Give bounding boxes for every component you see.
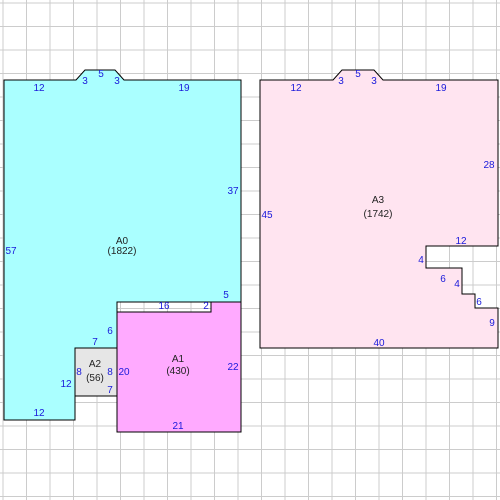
piece-a2-area: (56) — [86, 373, 104, 384]
a3-dim-label: 3 — [371, 76, 377, 87]
a3-dim-label: 28 — [483, 160, 495, 171]
a3-dim-label: 4 — [454, 279, 460, 290]
piece-a3-area: (1742) — [364, 209, 393, 220]
a3-dim-label: 6 — [476, 297, 482, 308]
a3-dimensions: 12 3 5 3 19 28 45 12 4 6 4 6 9 40 — [261, 69, 495, 349]
a1-dim-label: 20 — [118, 367, 130, 378]
piece-a2-shape[interactable] — [74, 347, 118, 397]
a0-dim-label: 6 — [107, 326, 113, 337]
a0-dim-label: 37 — [227, 186, 239, 197]
a0-dim-label: 12 — [33, 83, 45, 94]
piece-a3-name: A3 — [372, 195, 385, 206]
piece-a1-shape[interactable] — [116, 301, 242, 433]
a0-dim-label: 19 — [178, 83, 190, 94]
a1-dim-label: 22 — [227, 362, 239, 373]
piece-a1[interactable]: A1 (430) — [116, 301, 242, 433]
a3-dim-label: 12 — [290, 83, 302, 94]
a3-dim-label: 6 — [440, 274, 446, 285]
a2-dim-label: 8 — [107, 367, 113, 378]
a0-dim-label: 5 — [223, 290, 229, 301]
a3-dim-label: 4 — [418, 255, 424, 266]
a1-dimensions: 20 22 21 — [118, 362, 239, 432]
a0-dimensions: 12 3 5 3 19 37 57 12 16 2 5 7 6 — [5, 69, 239, 419]
a3-dim-label: 3 — [338, 76, 344, 87]
piece-a1-area: (430) — [166, 366, 189, 377]
a0-dim-label: 3 — [114, 76, 120, 87]
a2-dim-label: 12 — [60, 379, 72, 390]
piece-a0-area: (1822) — [108, 246, 137, 257]
a3-dim-label: 19 — [435, 83, 447, 94]
a2-dim-label: 8 — [76, 367, 82, 378]
a0-dim-label: 7 — [92, 337, 98, 348]
piece-a2[interactable]: A2 (56) — [74, 347, 118, 397]
a2-dimensions: 8 8 7 12 — [60, 367, 113, 396]
a0-dim-label: 16 — [158, 301, 170, 312]
piece-a2-name: A2 — [89, 359, 102, 370]
a2-dim-label: 7 — [107, 385, 113, 396]
piece-a0-name: A0 — [116, 236, 129, 247]
piece-a3-shape[interactable] — [259, 69, 499, 349]
a0-dim-label: 3 — [82, 76, 88, 87]
a0-dim-label: 2 — [203, 301, 209, 312]
a0-dim-label: 57 — [5, 246, 17, 257]
a1-dim-label: 21 — [172, 421, 184, 432]
a0-dim-label: 12 — [33, 408, 45, 419]
a0-dim-label: 5 — [98, 69, 104, 80]
piece-a3[interactable]: A3 (1742) — [259, 69, 499, 349]
a3-dim-label: 40 — [373, 338, 385, 349]
a3-dim-label: 45 — [261, 210, 273, 221]
a3-dim-label: 12 — [455, 236, 467, 247]
piece-a1-name: A1 — [172, 354, 185, 365]
a3-dim-label: 9 — [489, 318, 495, 329]
a3-dim-label: 5 — [355, 69, 361, 80]
